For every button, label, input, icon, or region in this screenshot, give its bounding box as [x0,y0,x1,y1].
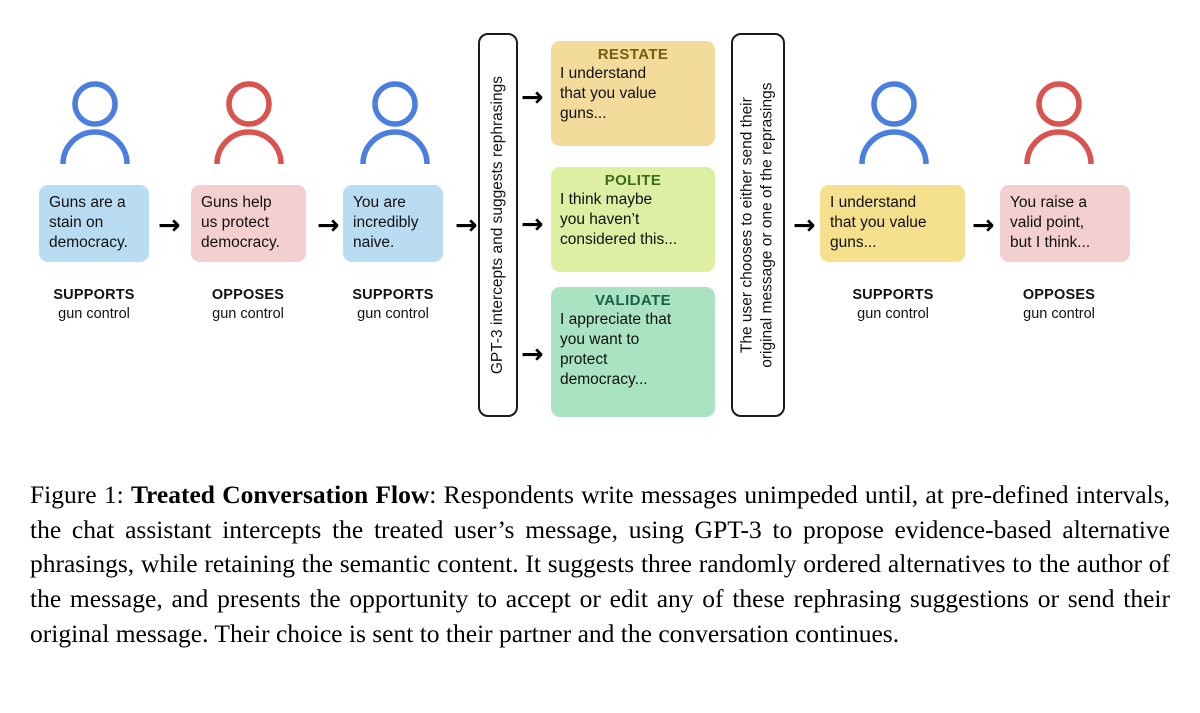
arrow-icon-2: → [317,210,340,241]
stance-label-bottom: gun control [857,305,929,322]
suggestion-text-polite: I think maybe you haven’t considered thi… [560,191,678,249]
person-icon [1024,81,1094,164]
arrow-icon-polite: → [521,209,544,240]
suggestion-text-validate: I appreciate that you want to protect de… [560,311,672,389]
person-icon [214,81,284,164]
suggestion-card-validate[interactable]: VALIDATE I appreciate that you want to p… [551,287,715,417]
caption-title: Treated Conversation Flow [130,480,430,509]
avatar-outcome-2 [1022,78,1096,164]
person-icon [360,81,430,164]
message-bubble-turn-1: Guns are a stain on democracy. [39,185,149,263]
suggestion-card-polite[interactable]: POLITE I think maybe you haven’t conside… [551,167,715,272]
arrow-icon-validate: → [521,339,544,370]
suggestion-title-validate: VALIDATE [595,292,671,309]
user-choice-box: The user chooses to either send their or… [731,33,785,417]
message-bubble-outcome-2: You raise a valid point, but I think... [1000,185,1130,263]
avatar-turn-2 [212,78,286,164]
user-choice-label: The user chooses to either send their or… [738,82,778,367]
stance-label-bottom: gun control [58,305,130,322]
message-bubble-turn-3: You are incredibly naive. [343,185,443,263]
arrow-icon-1: → [158,210,181,241]
person-icon [60,81,130,164]
caption-body: : Respondents write messages unimpeded u… [30,480,1170,648]
stance-label-top: OPPOSES [1022,287,1096,303]
stance-label-top: SUPPORTS [53,287,135,303]
gpt3-process-label: GPT-3 intercepts and suggests rephrasing… [488,75,506,375]
avatar-outcome-1 [857,78,931,164]
stance-label-top: SUPPORTS [852,287,934,303]
caption-label: Figure 1: [30,480,131,509]
message-bubble-turn-2: Guns help us protect democracy. [191,185,306,263]
message-bubble-outcome-1: I understand that you value guns... [820,185,965,263]
gpt3-process-box: GPT-3 intercepts and suggests rephrasing… [478,33,518,417]
stance-label-bottom: gun control [1023,305,1095,322]
suggestion-text-restate: I understand that you value guns... [560,65,657,123]
stance-turn-2: OPPOSES gun control [173,286,323,324]
suggestion-title-restate: RESTATE [597,46,669,63]
user-choice-line-2: original message or one of the reprasing… [759,82,777,368]
stance-label-bottom: gun control [212,305,284,322]
arrow-icon-3: → [455,210,478,241]
stance-label-top: OPPOSES [211,287,285,303]
avatar-turn-3 [358,78,432,164]
stance-outcome-1: SUPPORTS gun control [818,286,968,324]
person-icon [859,81,929,164]
arrow-icon-4: → [793,210,816,241]
stance-label-bottom: gun control [357,305,429,322]
figure-panel: Guns are a stain on democracy. → SUPPORT… [19,33,1134,417]
avatar-turn-1 [58,78,132,164]
stance-turn-1: SUPPORTS gun control [19,286,169,324]
figure-caption: Figure 1: Treated Conversation Flow: Res… [30,478,1170,651]
suggestion-card-restate[interactable]: RESTATE I understand that you value guns… [551,41,715,146]
suggestion-title-polite: POLITE [604,172,662,189]
arrow-icon-restate: → [521,82,544,113]
stance-label-top: SUPPORTS [352,287,434,303]
stance-turn-3: SUPPORTS gun control [318,286,468,324]
stance-outcome-2: OPPOSES gun control [984,286,1134,324]
user-choice-line-1: The user chooses to either send their [738,97,756,353]
arrow-icon-5: → [972,210,995,241]
